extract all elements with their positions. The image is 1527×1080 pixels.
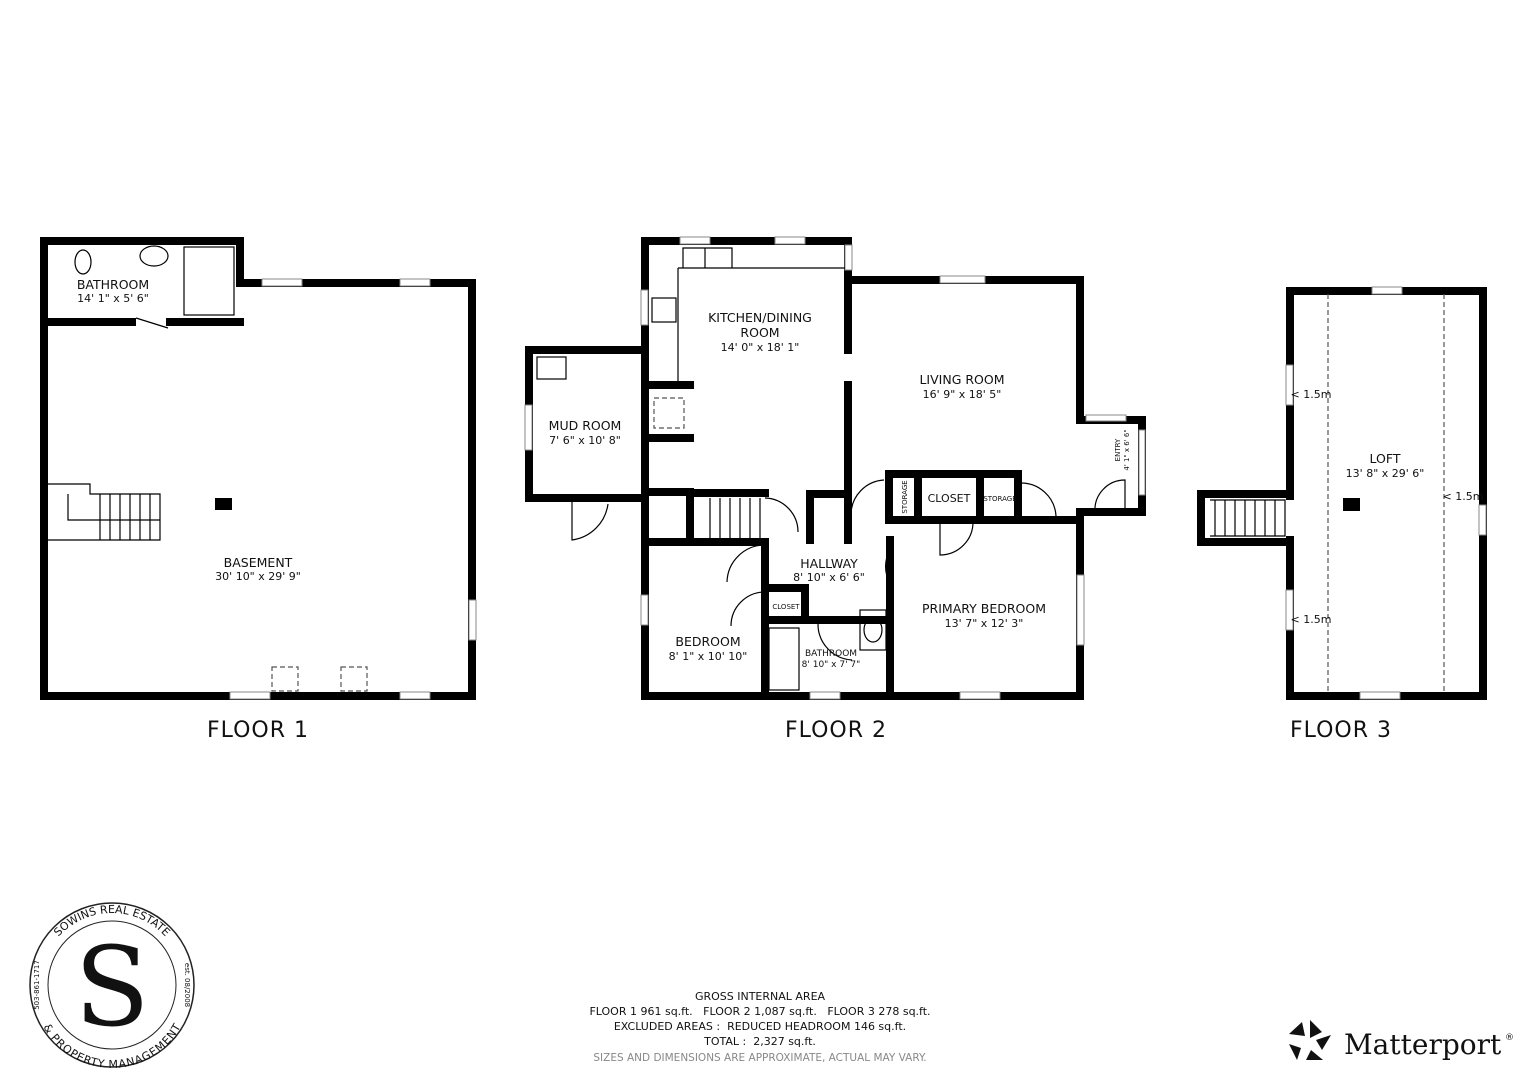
floor-title: FLOOR 1 [207,718,309,743]
logo-established: est. 08/2008 [183,963,191,1007]
disclaimer: SIZES AND DIMENSIONS ARE APPROXIMATE, AC… [593,1052,926,1064]
floor-title: FLOOR 2 [785,718,887,743]
room-name: KITCHEN/DINING [708,310,812,325]
area-summary: GROSS INTERNAL AREA FLOOR 1 961 sq.ft. F… [589,990,930,1064]
room-name: STORAGE [901,480,909,513]
summary-heading: GROSS INTERNAL AREA [695,990,826,1003]
room-name-line2: ROOM [740,325,779,340]
headroom-mark: < 1.5m [1443,490,1484,503]
room-name: STORAGE [983,495,1016,503]
room-name: BATHROOM [805,649,857,659]
summary-total: TOTAL : 2,327 sq.ft. [703,1035,816,1048]
room-dims: 8' 10" x 7' 7" [802,660,861,670]
registered-mark: ® [1505,1033,1514,1043]
room-dims: 8' 10" x 6' 6" [793,571,865,584]
logo-monogram: S [74,923,149,1051]
room-dims: 8' 1" x 10' 10" [669,650,748,663]
room-dims: 13' 8" x 29' 6" [1346,467,1425,480]
room-dims: 7' 6" x 10' 8" [549,434,621,447]
room-dims: 13' 7" x 12' 3" [945,617,1024,630]
room-dims: 30' 10" x 29' 9" [215,570,301,583]
summary-floors: FLOOR 1 961 sq.ft. FLOOR 2 1,087 sq.ft. … [589,1005,930,1018]
room-name: BATHROOM [77,277,149,292]
headroom-mark: < 1.5m [1291,613,1332,626]
floor-title: FLOOR 3 [1290,718,1392,743]
floor-1-plan: BATHROOM 14' 1" x 5' 6" BASEMENT 30' 10"… [40,237,477,743]
room-name: LIVING ROOM [919,372,1004,387]
pillar [1343,498,1360,511]
room-dims: 4' 1" x 6' 6" [1123,429,1131,470]
room-name: MUD ROOM [549,418,622,433]
room-name: BEDROOM [675,634,740,649]
room-dims: 14' 0" x 18' 1" [721,341,800,354]
floor-2-plan: KITCHEN/DINING ROOM 14' 0" x 18' 1" LIVI… [524,236,1146,743]
room-name: LOFT [1370,451,1401,466]
room-name: BASEMENT [224,555,293,570]
room-name: HALLWAY [800,556,858,571]
headroom-mark: < 1.5m [1291,388,1332,401]
summary-excluded: EXCLUDED AREAS : REDUCED HEADROOM 146 sq… [614,1020,906,1033]
room-dims: 14' 1" x 5' 6" [77,292,149,305]
room-dims: 16' 9" x 18' 5" [923,388,1002,401]
floor-3-plan: LOFT 13' 8" x 29' 6" < 1.5m < 1.5m < 1.5… [1197,286,1487,743]
pillar [215,498,232,510]
matterport-logo: Matterport ® [1289,1020,1514,1061]
room-name: CLOSET [772,603,800,611]
sowins-logo: SOWINS REAL ESTATE & PROPERTY MANAGEMENT… [29,902,195,1071]
matterport-icon [1289,1020,1331,1060]
matterport-wordmark: Matterport [1344,1028,1502,1061]
room-name: PRIMARY BEDROOM [922,601,1046,616]
logo-phone: 503-861-1717 [33,960,41,1010]
room-name: CLOSET [928,492,971,505]
room-name: ENTRY [1114,438,1122,461]
